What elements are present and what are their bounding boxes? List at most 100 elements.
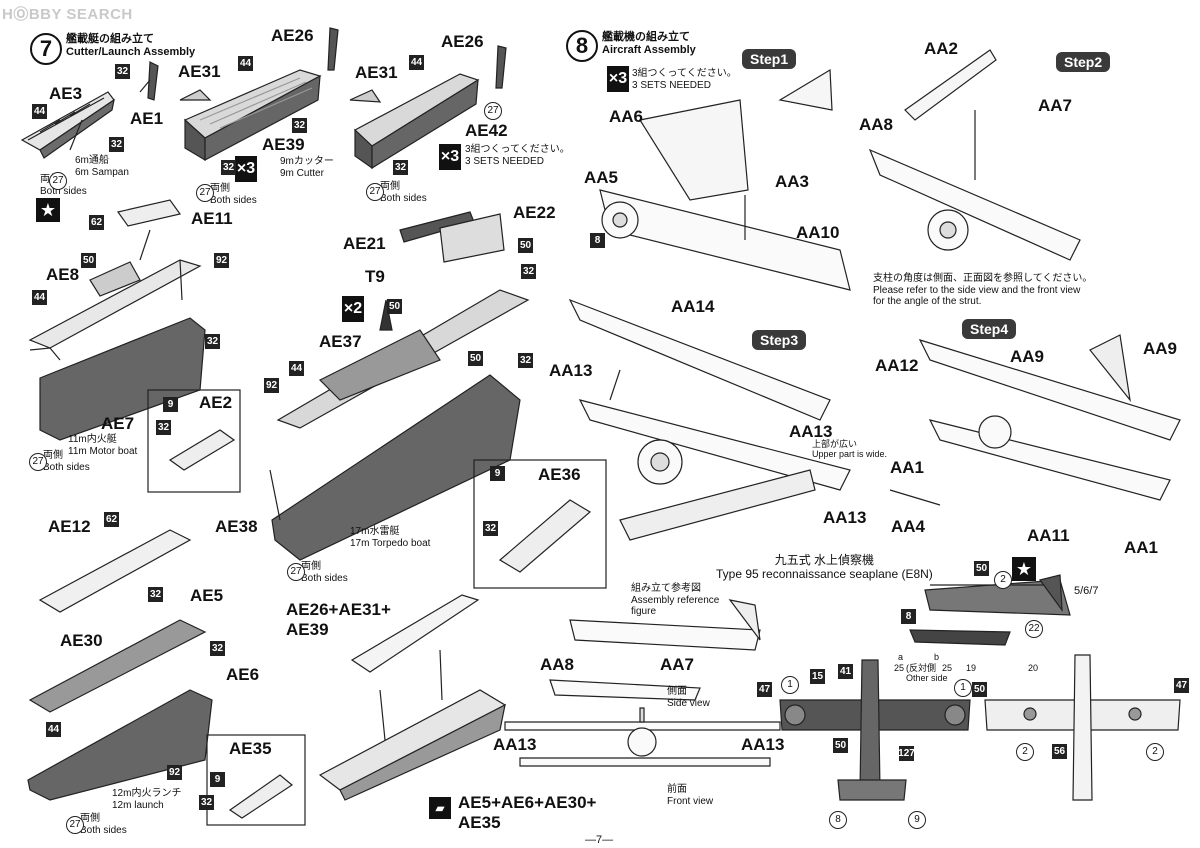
- step2-aircraft-drawing: [868, 49, 1081, 261]
- step1-aircraft-drawing: [599, 68, 851, 291]
- paint-code: 50: [833, 738, 848, 753]
- paint-code: 44: [238, 56, 253, 71]
- strut-note: 支柱の角度は側面、正面図を参照してください。 Please refer to t…: [873, 273, 1092, 308]
- paint-code: 47: [757, 682, 772, 697]
- part-label: AE11: [191, 209, 233, 228]
- paint-code: 50: [972, 682, 987, 697]
- torpedo-boat-caption: 17m水雷艇 17m Torpedo boat: [350, 526, 430, 549]
- sampan-caption-jp: 6m通船: [75, 155, 109, 166]
- torpedo-boat-both-jp: 両側: [301, 561, 321, 572]
- paint-code: 92: [214, 253, 229, 268]
- step3-aircraft-drawing: [568, 298, 851, 541]
- paint-code: 32: [156, 420, 171, 435]
- paint-code: 50: [468, 351, 483, 366]
- sampan-drawing: [20, 91, 115, 159]
- launch-combo-label: AE5+AE6+AE30+ AE35: [458, 793, 597, 832]
- part-label: AE38: [215, 517, 258, 536]
- part-label: AA2: [924, 39, 959, 58]
- other-side-a: a: [898, 652, 904, 662]
- cutter2-both-en: Both sides: [380, 192, 427, 204]
- section-8-title-jp: 艦載機の組み立て: [602, 31, 690, 43]
- circle-code: 2: [1146, 743, 1164, 761]
- part-label: AA9: [1010, 347, 1045, 366]
- torpedo-boat-both-en: Both sides: [301, 572, 348, 584]
- part-label: AE6: [226, 665, 260, 684]
- launch-caption-jp: 12m内火ランチ: [112, 788, 182, 799]
- cutter-caption-jp: 9mカッター: [280, 156, 334, 167]
- paint-code: 44: [289, 361, 304, 376]
- sampan-caption-en: 6m Sampan: [75, 166, 129, 178]
- paint-code: 32: [292, 118, 307, 133]
- sampan-caption: 6m通船 6m Sampan: [75, 155, 129, 178]
- cutter-caption: 9mカッター 9m Cutter: [280, 156, 334, 179]
- reference-en1: Assembly reference: [631, 594, 720, 606]
- paint-code: 47: [1174, 678, 1189, 693]
- color-refs: 5/6/7: [1074, 585, 1099, 597]
- other-side-25b: 25: [942, 663, 953, 673]
- part-label: AA1: [890, 458, 925, 477]
- part-label: AE8: [46, 265, 80, 284]
- part-label: AA13: [741, 735, 785, 754]
- paint-code: 32: [199, 795, 214, 810]
- part-label: AA10: [796, 223, 840, 242]
- torpedo-boat-both-sides: 両側 Both sides: [301, 561, 348, 584]
- star-icon: ★: [36, 198, 60, 222]
- page-number: —7—: [585, 834, 614, 846]
- motor-boat-both-jp: 両側: [43, 450, 63, 461]
- circle-code: 27: [49, 172, 67, 190]
- paint-code: 32: [205, 334, 220, 349]
- part-label: AE26: [441, 32, 484, 51]
- cutter2-qty-note: 3組つくってください。 3 SETS NEEDED: [465, 144, 570, 167]
- part-label: AA8: [859, 115, 894, 134]
- marker-icon: ▰: [429, 797, 451, 819]
- aircraft-qty-note-jp: 3組つくってください。: [632, 68, 737, 79]
- paint-code: 62: [104, 512, 119, 527]
- paint-code: 9: [210, 772, 225, 787]
- qty-badge-cutter: ×3: [235, 156, 257, 182]
- paint-code: 9: [490, 466, 505, 481]
- circle-code: 27: [484, 102, 502, 120]
- paint-code: 32: [148, 587, 163, 602]
- other-side-en: Other side: [906, 673, 948, 683]
- camo-side-view: [909, 574, 1071, 646]
- upper-note-jp: 上部が広い: [812, 439, 858, 449]
- part-label: AA4: [891, 517, 926, 536]
- cutter2-both-jp: 両側: [380, 181, 400, 192]
- paint-code: 50: [81, 253, 96, 268]
- step-4-badge: Step4: [962, 319, 1017, 339]
- side-view-en: Side view: [667, 697, 710, 709]
- strut-note-jp: 支柱の角度は側面、正面図を参照してください。: [873, 273, 1093, 284]
- circle-code: 27: [287, 563, 305, 581]
- other-side-jp: (反対側: [906, 663, 936, 673]
- paint-code: 50: [518, 238, 533, 253]
- part-label: AE5: [190, 586, 224, 605]
- part-label: AE7: [101, 414, 135, 433]
- paint-code: 92: [264, 378, 279, 393]
- strut-note-en1: Please refer to the side view and the fr…: [873, 284, 1081, 296]
- paint-code: 92: [167, 765, 182, 780]
- part-label: AE35: [229, 739, 272, 758]
- qty-badge-cutter2: ×3: [439, 144, 461, 170]
- camo-top-view: [779, 659, 971, 801]
- part-label: AE42: [465, 121, 508, 140]
- circle-code: 2: [1016, 743, 1034, 761]
- section-7-title-en: Cutter/Launch Assembly: [66, 46, 196, 59]
- seaplane-title-en: Type 95 reconnaissance seaplane (E8N): [716, 566, 933, 581]
- launch-caption-en: 12m launch: [112, 799, 164, 811]
- part-label: AA14: [671, 297, 715, 316]
- other-side-b: b: [934, 652, 940, 662]
- launch-caption: 12m内火ランチ 12m launch: [112, 788, 181, 811]
- part-label: AA8: [540, 655, 575, 674]
- part-label: AE30: [60, 631, 103, 650]
- front-view-en: Front view: [667, 795, 714, 807]
- motor-boat-caption-en: 11m Motor boat: [68, 445, 138, 457]
- circle-code: 9: [908, 811, 926, 829]
- sampan-both-en: Both sides: [40, 185, 87, 197]
- other-side-20: 20: [1028, 663, 1039, 673]
- section-8-title-en: Aircraft Assembly: [602, 44, 696, 57]
- part-label: AA5: [584, 168, 619, 187]
- reference-front-view: [504, 707, 781, 767]
- front-view-caption: 前面 Front view: [667, 784, 713, 807]
- part-label: AA13: [493, 735, 537, 754]
- circle-code: 1: [954, 679, 972, 697]
